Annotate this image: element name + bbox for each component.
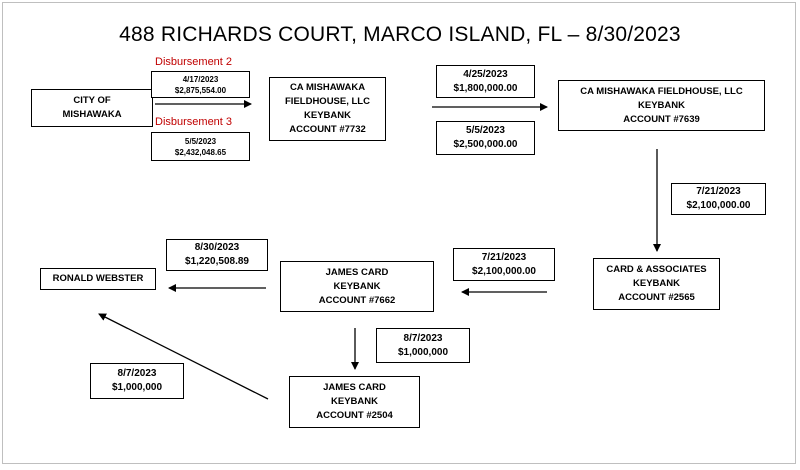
entity-line: CA MISHAWAKA FIELDHOUSE, LLC <box>580 85 743 97</box>
disbursement-3-label: Disbursement 3 <box>155 116 233 128</box>
transfer-7-21-2023-to-card-associates: 7/21/2023 $2,100,000.00 <box>671 183 766 215</box>
transfer-date: 8/7/2023 <box>403 332 443 344</box>
transfer-amount: $1,220,508.89 <box>185 256 249 267</box>
entity-line: JAMES CARD <box>325 266 389 278</box>
entity-line: CARD & ASSOCIATES <box>606 264 707 275</box>
disbursement-2-label: Disbursement 2 <box>155 56 233 68</box>
transfer-amount: $2,100,000.00 <box>472 265 536 277</box>
entity-line: MISHAWAKA <box>62 109 122 120</box>
transfer-date: 8/30/2023 <box>194 242 240 253</box>
entity-line: ACCOUNT #7639 <box>623 113 700 125</box>
transfer-amount: $2,100,000.00 <box>686 200 751 211</box>
transfer-date: 4/25/2023 <box>463 68 508 80</box>
entity-line: CITY OF <box>73 95 111 106</box>
entity-ronald-webster: RONALD WEBSTER <box>40 268 156 290</box>
transfer-amount: $2,432,048.65 <box>174 147 227 157</box>
transfer-date: 7/21/2023 <box>481 251 527 263</box>
transfer-8-7-2023-to-webster: 8/7/2023 $1,000,000 <box>90 363 184 399</box>
transfer-amount: $1,800,000.00 <box>453 82 518 94</box>
entity-line: KEYBANK <box>633 278 680 289</box>
transfer-5-5-2023: 5/5/2023 $2,500,000.00 <box>436 121 535 155</box>
transfer-date: 7/21/2023 <box>696 186 741 197</box>
entity-line: CA MISHAWAKA <box>289 82 366 93</box>
transfer-disbursement-3: 5/5/2023 $2,432,048.65 <box>151 132 250 161</box>
entity-city-of-mishawaka: CITY OF MISHAWAKA <box>31 89 153 127</box>
entity-james-card-2504: JAMES CARD KEYBANK ACCOUNT #2504 <box>289 376 420 428</box>
transfer-8-7-2023-to-james-2504: 8/7/2023 $1,000,000 <box>376 328 470 363</box>
entity-ca-mishawaka-7732: CA MISHAWAKA FIELDHOUSE, LLC KEYBANK ACC… <box>269 77 386 141</box>
transfer-amount: $1,000,000 <box>397 346 449 358</box>
diagram-title: 488 RICHARDS COURT, MARCO ISLAND, FL – 8… <box>119 23 681 46</box>
entity-line: ACCOUNT #7662 <box>318 294 396 306</box>
transfer-8-30-2023: 8/30/2023 $1,220,508.89 <box>166 239 268 271</box>
transfer-amount: $2,875,554.00 <box>174 85 227 95</box>
entity-line: ACCOUNT #2504 <box>316 410 393 421</box>
entity-james-card-7662: JAMES CARD KEYBANK ACCOUNT #7662 <box>280 261 434 312</box>
entity-line: JAMES CARD <box>323 382 386 393</box>
arrow-james2504-to-webster <box>98 313 269 400</box>
entity-line: FIELDHOUSE, LLC <box>285 96 370 107</box>
entity-line: ACCOUNT #2565 <box>618 292 695 303</box>
transfer-amount: $1,000,000 <box>111 382 163 393</box>
transfer-date: 5/5/2023 <box>466 125 505 136</box>
entity-line: KEYBANK <box>331 396 378 407</box>
entity-line: RONALD WEBSTER <box>52 273 144 284</box>
arrow-layer <box>98 100 661 400</box>
entity-line: ACCOUNT #7732 <box>289 124 366 135</box>
entity-card-associates-2565: CARD & ASSOCIATES KEYBANK ACCOUNT #2565 <box>593 258 720 310</box>
transfer-4-25-2023: 4/25/2023 $1,800,000.00 <box>436 65 535 98</box>
transfer-amount: $2,500,000.00 <box>453 139 518 150</box>
entity-ca-mishawaka-7639: CA MISHAWAKA FIELDHOUSE, LLC KEYBANK ACC… <box>558 80 765 131</box>
transfer-date: 4/17/2023 <box>182 74 219 84</box>
transfer-disbursement-2: 4/17/2023 $2,875,554.00 <box>151 71 250 98</box>
entity-line: KEYBANK <box>333 280 381 292</box>
transfer-7-21-2023-to-james-card: 7/21/2023 $2,100,000.00 <box>453 248 555 281</box>
transfer-date: 8/7/2023 <box>117 368 157 379</box>
entity-line: KEYBANK <box>638 99 685 111</box>
transfer-date: 5/5/2023 <box>184 136 217 146</box>
flow-diagram: 488 RICHARDS COURT, MARCO ISLAND, FL – 8… <box>2 2 796 464</box>
entity-line: KEYBANK <box>304 110 351 121</box>
